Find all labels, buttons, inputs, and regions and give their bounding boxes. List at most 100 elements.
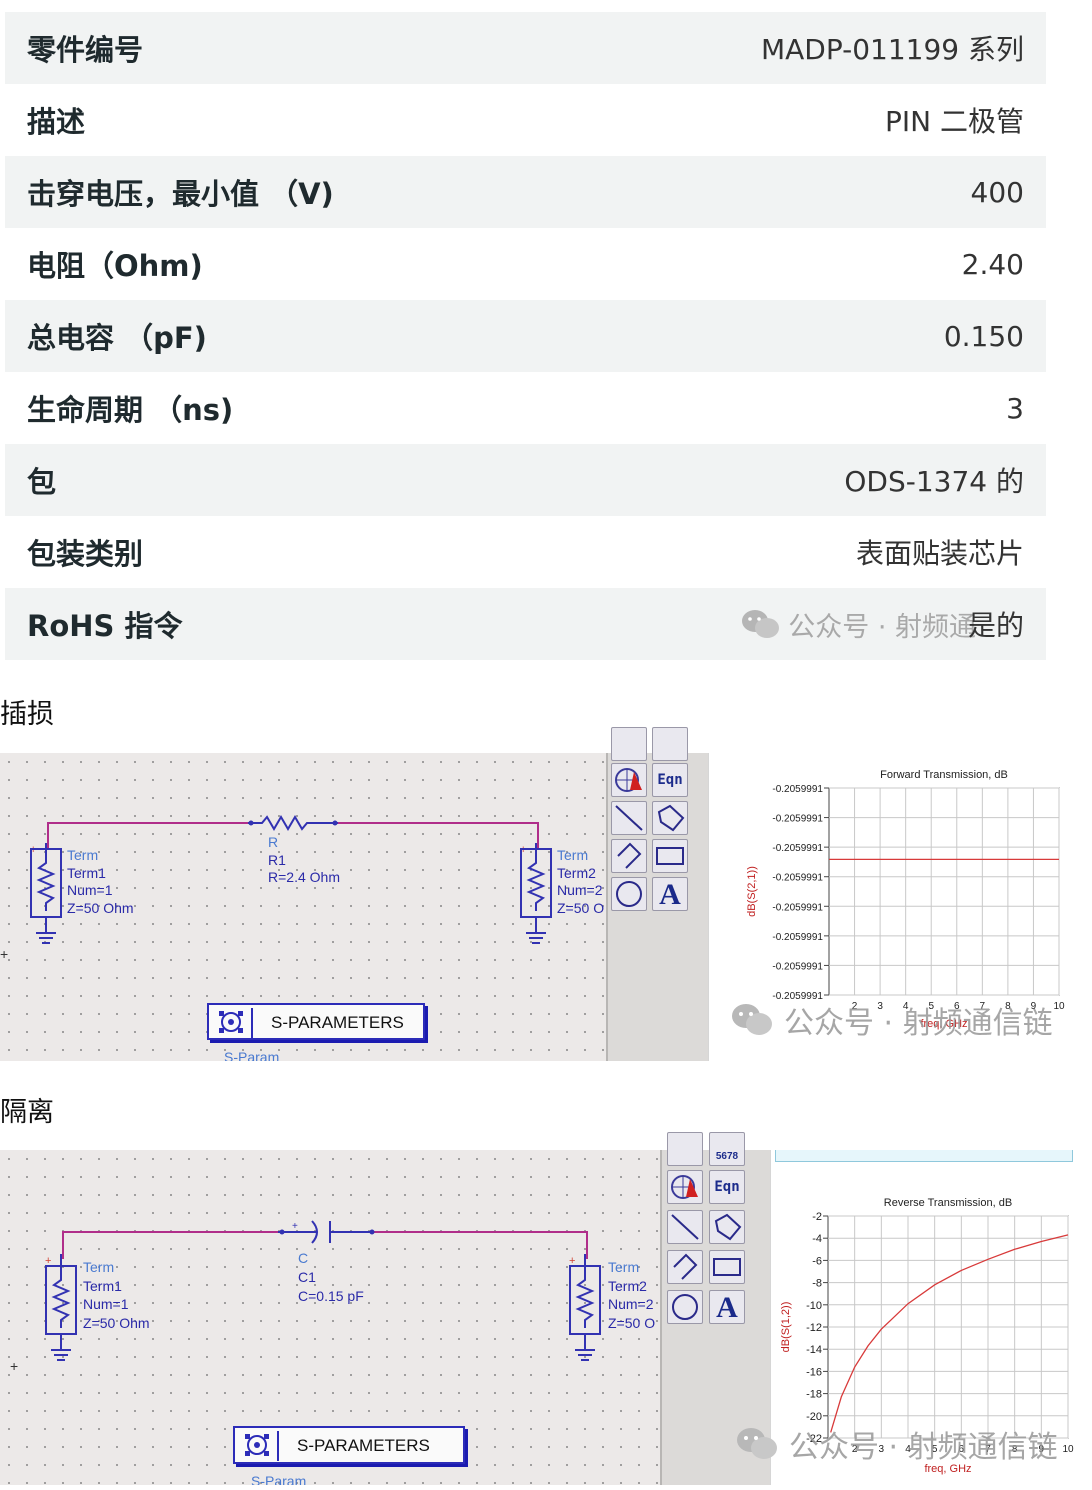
component-palette-2: 5678 Eqn A (660, 1132, 770, 1485)
term-name: Term2 (608, 1278, 647, 1294)
term-name: Term2 (557, 865, 596, 881)
sparameters-block[interactable]: S-PARAMETERS (233, 1426, 465, 1464)
eqn-button[interactable]: Eqn (709, 1170, 745, 1204)
term2-symbol[interactable]: + (567, 1252, 607, 1370)
line-icon (671, 1214, 699, 1240)
spec-row: 生命周期 （ns) 3 (5, 372, 1046, 444)
watermark: 公众号 · 射频通信链 (730, 998, 1053, 1042)
section-title-insertion: 插损 (0, 699, 54, 730)
component-type: R (268, 834, 279, 850)
component-type: C (298, 1250, 309, 1266)
y-tick-label: -22 (806, 1433, 822, 1445)
term-num: Num=2 (608, 1296, 654, 1312)
line-icon (615, 805, 643, 831)
eqn-button[interactable]: Eqn (652, 763, 688, 797)
capacitor-symbol[interactable]: + (278, 1218, 378, 1248)
y-tick-label: -6 (812, 1255, 822, 1267)
palette-button[interactable] (652, 727, 688, 761)
y-tick-label: -0.2059991 (772, 843, 823, 854)
x-tick-label: 7 (985, 1444, 991, 1455)
sparam-instance-name: S-Param (251, 1473, 307, 1485)
rectangle-icon (656, 847, 684, 865)
series-line (830, 1234, 1069, 1433)
palette-button[interactable] (667, 1132, 703, 1166)
x-tick-label: 2 (852, 1001, 858, 1012)
wire (372, 1231, 587, 1233)
spec-row: 击穿电压，最小值 （V) 400 (5, 156, 1046, 228)
polyline-tool-button[interactable] (667, 1250, 703, 1284)
y-tick-label: -18 (806, 1389, 822, 1401)
polygon-tool-button[interactable] (709, 1210, 745, 1244)
spec-label: 包装类别 (27, 537, 144, 571)
palette-button[interactable] (611, 727, 647, 761)
term1-symbol[interactable]: + (28, 841, 68, 953)
polyline-icon (617, 842, 642, 869)
term-type: Term (557, 847, 589, 863)
term-num: Num=1 (83, 1296, 129, 1312)
sparameters-block[interactable]: S-PARAMETERS (207, 1003, 425, 1040)
spec-value: 0.150 (943, 319, 1024, 353)
text-tool-button[interactable]: A (652, 877, 688, 911)
rectangle-tool-button[interactable] (652, 839, 688, 873)
circle-tool-button[interactable] (611, 877, 647, 911)
x-tick-label: 7 (980, 1001, 986, 1012)
sweep-tool-button[interactable] (667, 1170, 703, 1204)
y-tick-label: -8 (812, 1278, 822, 1290)
x-tick-label: 9 (1031, 1001, 1037, 1012)
y-tick-label: -10 (806, 1300, 822, 1312)
sparameters-label: S-PARAMETERS (271, 1013, 404, 1032)
circle-tool-button[interactable] (667, 1290, 703, 1324)
wire (62, 1231, 284, 1233)
svg-text:+: + (292, 1221, 298, 1232)
svg-text:+: + (45, 1255, 51, 1267)
wechat-icon (732, 1004, 772, 1035)
sweep-icon (671, 1175, 698, 1199)
plot-frame (828, 787, 1060, 996)
spec-label: 零件编号 (27, 33, 144, 67)
term-impedance: Z=50 Ohm (83, 1315, 150, 1331)
spec-label: 总电容 （pF) (27, 321, 207, 355)
term-impedance: Z=50 Ohm (67, 900, 134, 916)
polyline-tool-button[interactable] (611, 839, 647, 873)
bus-button[interactable]: 5678 (709, 1132, 745, 1166)
y-axis-label: dB(S(1,2)) (780, 1302, 792, 1353)
wire (47, 822, 262, 824)
sweep-tool-button[interactable] (611, 763, 647, 797)
wire (537, 822, 539, 848)
spec-row: 电阻（Ohm) 2.40 (5, 228, 1046, 300)
x-tick-label: 9 (1039, 1444, 1045, 1455)
text-tool-button[interactable]: A (709, 1290, 745, 1324)
x-tick-label: 5 (932, 1444, 938, 1455)
x-tick-label: 3 (879, 1444, 885, 1455)
y-tick-label: -0.2059991 (772, 784, 823, 795)
schematic-canvas-1[interactable]: R R1 R=2.4 Ohm + Term Term1 Num=1 Z=50 O… (0, 753, 606, 1061)
schematic-canvas-2[interactable]: + C C1 C=0.15 pF + Term Term1 Num=1 Z=50… (0, 1150, 660, 1485)
rectangle-tool-button[interactable] (709, 1250, 745, 1284)
x-tick-label: 5 (928, 1001, 934, 1012)
x-tick-label: 6 (959, 1444, 965, 1455)
spec-value: 表面贴装芯片 (855, 537, 1024, 570)
watermark-text: 公众号 · 射频通 (788, 611, 976, 643)
line-tool-button[interactable] (667, 1210, 703, 1244)
term1-symbol[interactable]: + (43, 1252, 83, 1370)
spec-row: 包 ODS-1374 的 (5, 444, 1046, 516)
polygon-icon (657, 804, 685, 832)
chart-title: Forward Transmission, dB (880, 769, 1008, 781)
circle-icon (672, 1294, 698, 1320)
x-tick-label: 4 (905, 1444, 911, 1455)
polygon-tool-button[interactable] (652, 801, 688, 835)
wire (586, 1231, 588, 1259)
plot-header-bar (775, 1150, 1073, 1162)
crosshair-icon: + (0, 946, 9, 962)
polyline-icon (673, 1253, 698, 1280)
line-tool-button[interactable] (611, 801, 647, 835)
x-tick-label: 8 (1005, 1001, 1011, 1012)
resistor-symbol[interactable] (248, 813, 338, 833)
spec-value: MADP-011199 系列 (760, 33, 1024, 66)
y-tick-label: -20 (806, 1411, 822, 1423)
spec-value: 3 (1006, 391, 1024, 425)
term2-symbol[interactable]: + (518, 841, 558, 953)
